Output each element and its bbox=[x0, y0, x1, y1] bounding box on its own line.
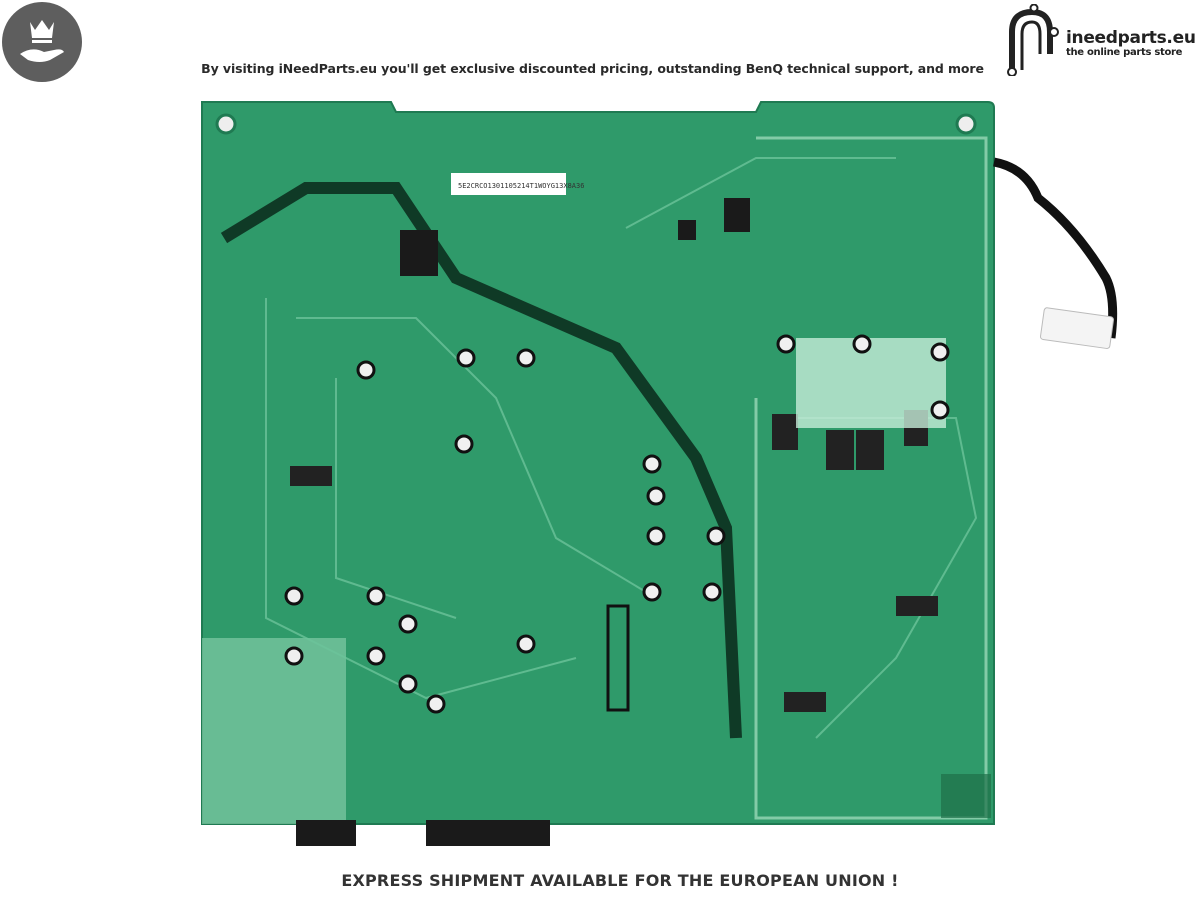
promo-tagline: By visiting iNeedParts.eu you'll get exc… bbox=[201, 61, 984, 76]
shipping-banner: EXPRESS SHIPMENT AVAILABLE FOR THE EUROP… bbox=[341, 871, 899, 890]
serial-label-text: 5E2CRCO1301105214T1WOYG13X8A36 bbox=[458, 182, 584, 190]
crown-on-hand-icon bbox=[20, 20, 64, 62]
power-supply-pcb-board: 5E2CRCO1301105214T1WOYG13X8A36 bbox=[201, 101, 1118, 846]
brand-subtitle: the online parts store bbox=[1066, 47, 1183, 58]
brand-name: ineedparts.eu bbox=[1066, 28, 1196, 48]
serial-label bbox=[451, 173, 566, 195]
crown-hand-badge bbox=[2, 2, 82, 82]
brand-logo[interactable]: ineedparts.eu the online parts store bbox=[1004, 4, 1200, 76]
circuit-n-logo-icon bbox=[1007, 4, 1059, 76]
